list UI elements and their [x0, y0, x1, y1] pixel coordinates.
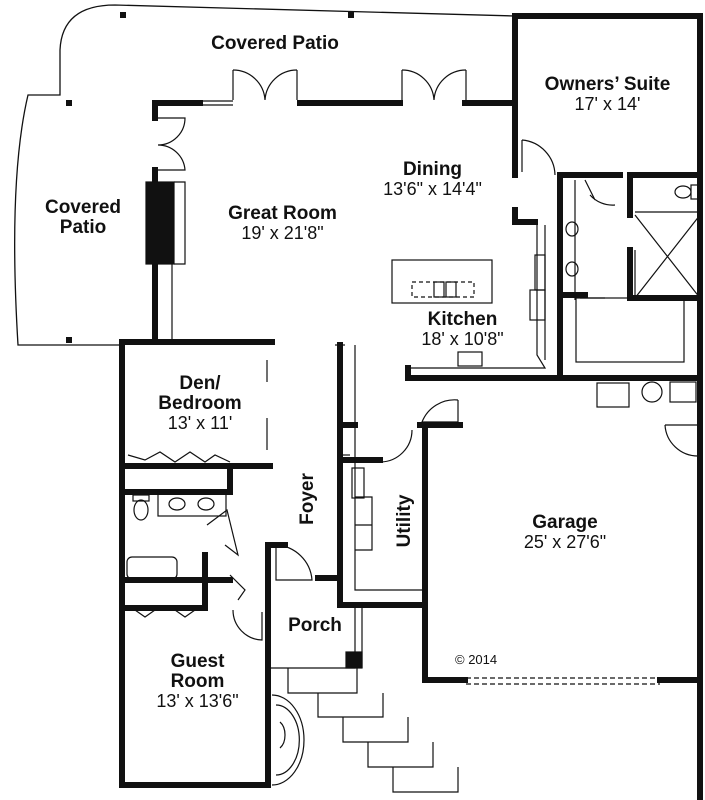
room-label-garage: Garage 25' x 27'6"	[485, 513, 645, 552]
room-label-owners-suite: Owners’ Suite 17' x 14'	[520, 75, 695, 114]
room-name-line1: Covered	[44, 197, 122, 218]
room-name: Dining	[402, 159, 463, 180]
copyright-notice: © 2014	[455, 652, 498, 667]
room-label-great-room: Great Room 19' x 21'8"	[200, 204, 365, 243]
room-name-line2: Patio	[59, 216, 107, 238]
room-label-den-bedroom: Den/ Bedroom 13' x 11'	[135, 374, 265, 433]
room-label-covered-patio-top: Covered Patio	[200, 34, 350, 54]
room-name: Covered Patio	[211, 33, 339, 54]
room-dimensions: 17' x 14'	[574, 93, 641, 114]
room-label-dining: Dining 13'6" x 14'4"	[365, 160, 500, 199]
room-label-foyer: Foyer	[297, 473, 318, 525]
room-dimensions: 13' x 13'6"	[156, 690, 239, 711]
room-label-guest-room: Guest Room 13' x 13'6"	[135, 652, 260, 711]
room-dimensions: 13'6" x 14'4"	[383, 178, 482, 199]
room-name: Kitchen	[427, 309, 498, 330]
room-label-kitchen: Kitchen 18' x 10'8"	[395, 310, 530, 349]
room-dimensions: 13' x 11'	[167, 412, 233, 433]
room-name-line2: Bedroom	[158, 392, 242, 414]
covered-patio-outline	[14, 4, 516, 346]
room-name-line2: Room	[170, 670, 225, 692]
room-name: Great Room	[228, 203, 337, 224]
room-label-covered-patio-left: Covered Patio	[28, 198, 138, 238]
room-name-line1: Guest	[170, 651, 225, 672]
room-name: Garage	[532, 512, 598, 533]
room-name-line1: Den/	[179, 373, 221, 394]
room-name: Porch	[288, 615, 342, 636]
room-dimensions: 25' x 27'6"	[523, 531, 607, 552]
room-dimensions: 19' x 21'8"	[241, 222, 324, 243]
room-dimensions: 18' x 10'8"	[421, 328, 504, 349]
room-label-utility: Utility	[394, 494, 415, 548]
room-name: Owners’ Suite	[544, 74, 671, 95]
room-label-porch: Porch	[275, 616, 355, 636]
